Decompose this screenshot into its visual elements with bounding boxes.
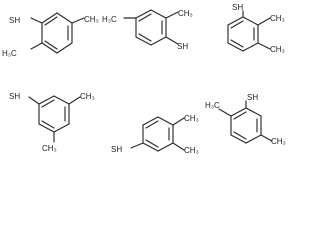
methyl-label: H₃C [102,15,117,24]
methyl-label: CH₃ [270,14,285,23]
molecule-drawing-surface: SH H₃C CH₃ H₃C CH₃ SH [2,3,286,155]
methyl-label: CH₃ [184,114,199,123]
sh-label: SH [9,16,20,25]
methyl-label: CH₃ [84,15,99,24]
sh-label: SH [111,145,122,154]
sh-label: SH [9,92,20,101]
molecule-6: H₃C SH CH₃ [205,93,286,146]
methyl-label: CH₃ [80,92,95,101]
sh-label: SH [247,93,258,102]
methyl-label: H₃C [2,49,17,58]
molecule-5: CH₃ CH₃ SH [111,114,199,155]
methyl-label: CH₃ [42,144,57,153]
methyl-label: CH₃ [184,146,199,155]
methyl-label: H₃C [205,101,220,110]
sh-label: SH [232,3,243,12]
chemical-structures-panel: SH H₃C CH₃ H₃C CH₃ SH [2,3,286,155]
molecule-3: SH CH₃ CH₃ [227,3,285,54]
sh-label: SH [177,42,188,51]
molecule-2: H₃C CH₃ SH [102,9,193,51]
methyl-label: CH₃ [271,137,286,146]
molecule-1: SH H₃C CH₃ [2,12,99,58]
methyl-label: CH₃ [270,45,285,54]
methyl-label: CH₃ [178,9,193,18]
molecule-4: SH CH₃ CH₃ [9,92,95,153]
